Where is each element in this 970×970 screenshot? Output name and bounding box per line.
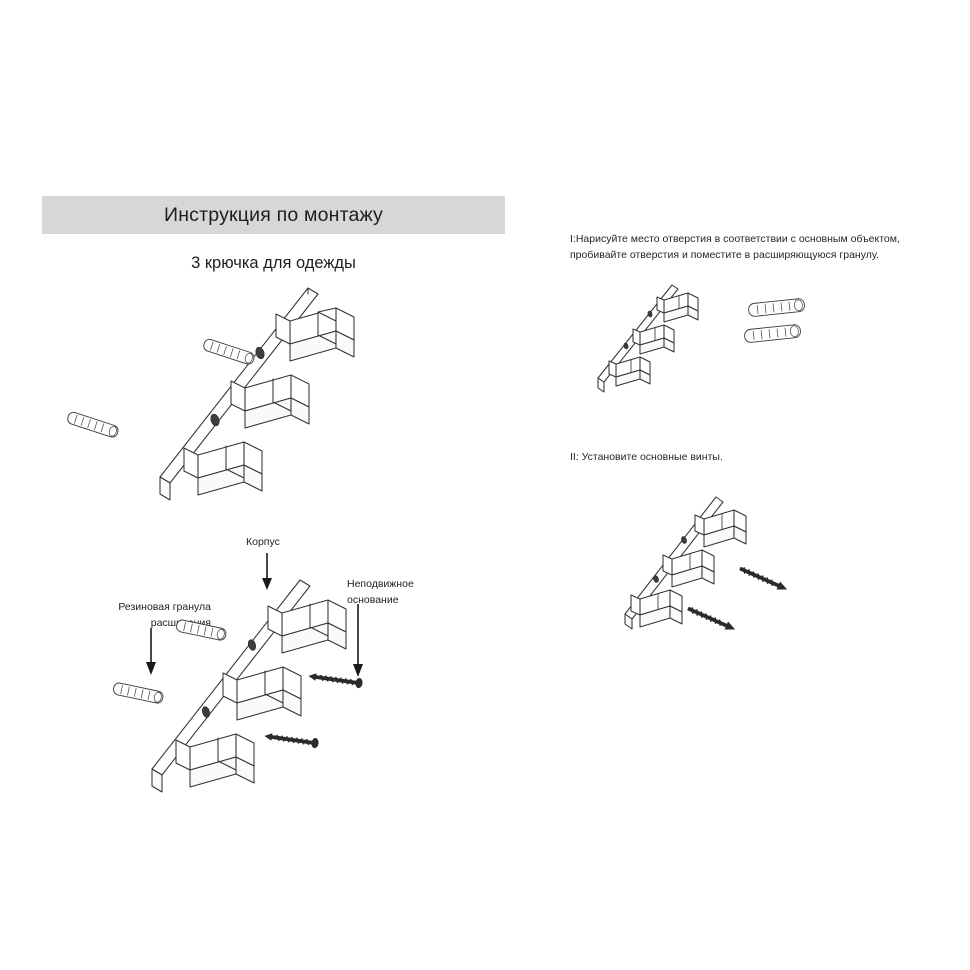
coat-hook-icon — [175, 733, 255, 788]
screw-hole — [247, 639, 257, 651]
coat-hook-icon — [656, 292, 699, 323]
coat-hook-icon — [608, 356, 651, 387]
step-2-illustration — [612, 487, 812, 637]
screw-hole — [255, 346, 265, 360]
wall-anchor-icon — [67, 411, 119, 438]
coat-hook-icon — [275, 307, 355, 362]
callout-arrow-base — [349, 604, 369, 678]
screw-hole — [681, 536, 687, 544]
screw-hole — [201, 706, 211, 718]
wall-anchor-icon — [744, 324, 801, 343]
exploded-view-illustration — [113, 565, 400, 795]
product-subtitle: 3 крючка для одежды — [191, 254, 356, 272]
screw-hole — [623, 342, 629, 350]
screw-hole — [647, 310, 653, 318]
coat-hook-icon — [230, 374, 310, 429]
screw-icon — [687, 606, 736, 630]
screw-hole — [210, 413, 220, 427]
wall-anchor-icon — [203, 338, 255, 365]
page-title: Инструкция по монтажу — [163, 203, 384, 226]
screw-icon — [308, 673, 363, 689]
screw-icon — [264, 733, 319, 749]
coat-hook-icon — [662, 549, 715, 588]
callout-arrow-body — [258, 553, 278, 591]
coat-hook-icon — [630, 589, 683, 628]
wall-anchor-icon — [748, 298, 805, 317]
wall-anchor-icon — [113, 682, 164, 704]
title-banner: Инструкция по монтажу — [42, 196, 505, 234]
coat-hook-icon — [222, 666, 302, 721]
screw-hole — [653, 575, 659, 583]
wall-anchor-icon — [176, 619, 227, 641]
coat-hook-icon — [267, 599, 347, 654]
step-2-description: II: Установите основные винты. — [570, 451, 723, 463]
step-1-description: I:Нарисуйте место отверстия в соответств… — [570, 233, 900, 262]
coat-hook-icon — [183, 441, 263, 496]
screw-icon — [739, 566, 788, 590]
main-assembly-illustration — [67, 278, 380, 518]
coat-hook-icon — [632, 324, 675, 355]
coat-hook-icon — [694, 509, 747, 548]
callout-label-base: Неподвижное основание — [347, 578, 414, 606]
callout-label-body: Корпус — [246, 536, 280, 548]
step-1-illustration — [592, 282, 832, 397]
callout-arrow-granule — [142, 628, 162, 676]
